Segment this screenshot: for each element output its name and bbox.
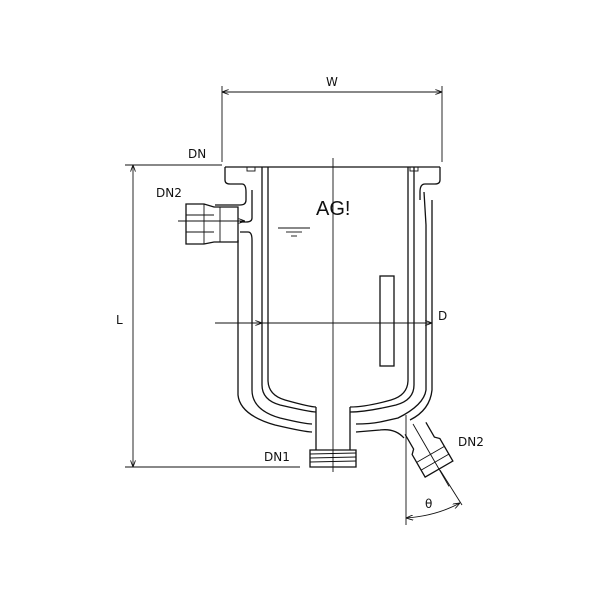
angled-nozzle-label: DN2 <box>458 435 484 449</box>
flange-label: DN <box>188 147 206 161</box>
bottom-outlet-label: DN1 <box>264 450 290 464</box>
ag-logo: AG! <box>316 198 350 220</box>
side-nozzle <box>178 203 245 245</box>
inner-wall-right <box>349 167 415 413</box>
angle-label: θ <box>425 497 432 511</box>
bottom-outlet <box>309 407 357 468</box>
jacket-right <box>355 191 427 425</box>
angled-nozzle <box>404 422 454 487</box>
jacket-left <box>240 190 313 425</box>
width-label: W <box>326 75 338 89</box>
side-nozzle-label: DN2 <box>156 186 182 200</box>
width-dimension: W <box>221 75 443 162</box>
length-dimension: L <box>116 164 300 468</box>
liquid-level-symbol <box>278 227 310 237</box>
length-label: L <box>116 313 123 327</box>
angle-dimension <box>405 415 463 525</box>
diameter-label: D <box>438 309 447 323</box>
sight-window <box>379 275 395 367</box>
inner-wall-left <box>261 167 317 413</box>
